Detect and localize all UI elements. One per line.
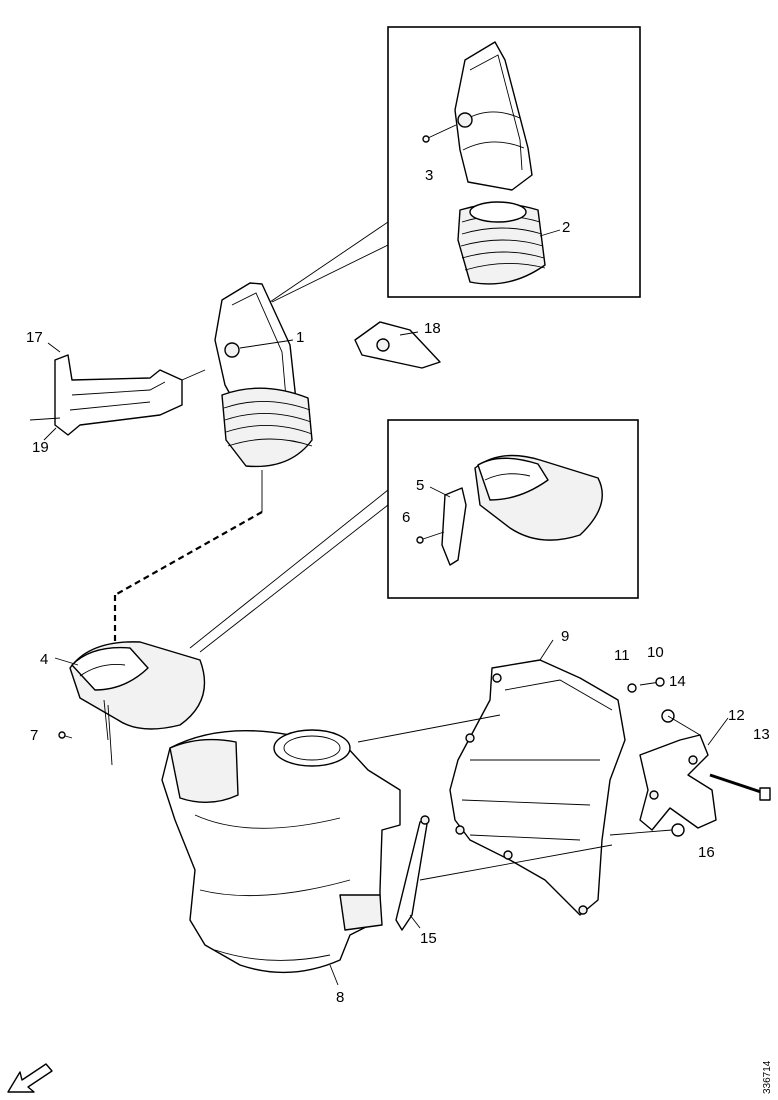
detail-leader-top-1 xyxy=(269,221,389,303)
heat-shield-part xyxy=(449,659,626,916)
leader-15 xyxy=(409,914,421,929)
leader-18 xyxy=(399,331,419,336)
bolt-10-part xyxy=(639,677,665,687)
document-id: 336714 xyxy=(762,1060,773,1094)
nut-16-part xyxy=(609,823,685,837)
seal-detail-part xyxy=(474,454,603,541)
leader-19 xyxy=(43,427,57,441)
callout-12: 12 xyxy=(728,707,745,724)
screw-3-part xyxy=(422,124,457,143)
screw-7-part xyxy=(58,731,73,739)
detail-leader-mid-1 xyxy=(189,489,389,649)
leader-2 xyxy=(539,229,561,237)
nut-14-part xyxy=(661,709,701,736)
nut-11-part xyxy=(627,683,637,693)
leader-1 xyxy=(239,339,294,349)
callout-14: 14 xyxy=(669,673,686,690)
leader-12 xyxy=(707,717,729,746)
detail-leader-top-2 xyxy=(271,244,389,303)
callout-17: 17 xyxy=(26,329,43,346)
callout-11: 11 xyxy=(614,647,630,664)
leader-housing-shield xyxy=(357,714,501,743)
dashed-connector-1 xyxy=(114,511,263,596)
housing-detail-part xyxy=(454,41,533,191)
bolt-13-part xyxy=(709,773,771,801)
screw-6-part xyxy=(416,531,445,544)
boot-detail-part xyxy=(457,201,546,285)
seal-4-part xyxy=(69,641,206,766)
callout-2: 2 xyxy=(562,219,570,236)
callout-15: 15 xyxy=(420,930,437,947)
clip-5-part xyxy=(441,487,467,566)
plate-18-part xyxy=(354,321,441,369)
callout-9: 9 xyxy=(561,628,569,645)
callout-18: 18 xyxy=(424,320,441,337)
callout-3: 3 xyxy=(425,167,433,184)
callout-4: 4 xyxy=(40,651,48,668)
air-cleaner-housing-part xyxy=(161,729,401,974)
rod-15-part xyxy=(395,815,613,931)
bracket-12-part xyxy=(639,734,717,831)
detail-leader-mid-2 xyxy=(199,504,389,653)
leader-17 xyxy=(47,342,61,353)
direction-arrow-icon xyxy=(7,1063,53,1093)
detail-box-top xyxy=(387,26,641,298)
callout-8: 8 xyxy=(336,989,344,1006)
callout-1: 1 xyxy=(296,329,304,346)
callout-6: 6 xyxy=(402,509,410,526)
callout-19: 19 xyxy=(32,439,49,456)
support-bracket-part xyxy=(29,354,206,436)
detail-box-middle xyxy=(387,419,639,599)
leader-4 xyxy=(54,657,79,666)
callout-16: 16 xyxy=(698,844,715,861)
leader-8 xyxy=(329,964,339,986)
callout-5: 5 xyxy=(416,477,424,494)
callout-7: 7 xyxy=(30,727,38,744)
leader-5 xyxy=(429,486,451,498)
callout-10: 10 xyxy=(647,644,664,661)
leader-9 xyxy=(539,639,554,661)
callout-13: 13 xyxy=(753,726,770,743)
air-duct-upper-part xyxy=(214,282,313,468)
